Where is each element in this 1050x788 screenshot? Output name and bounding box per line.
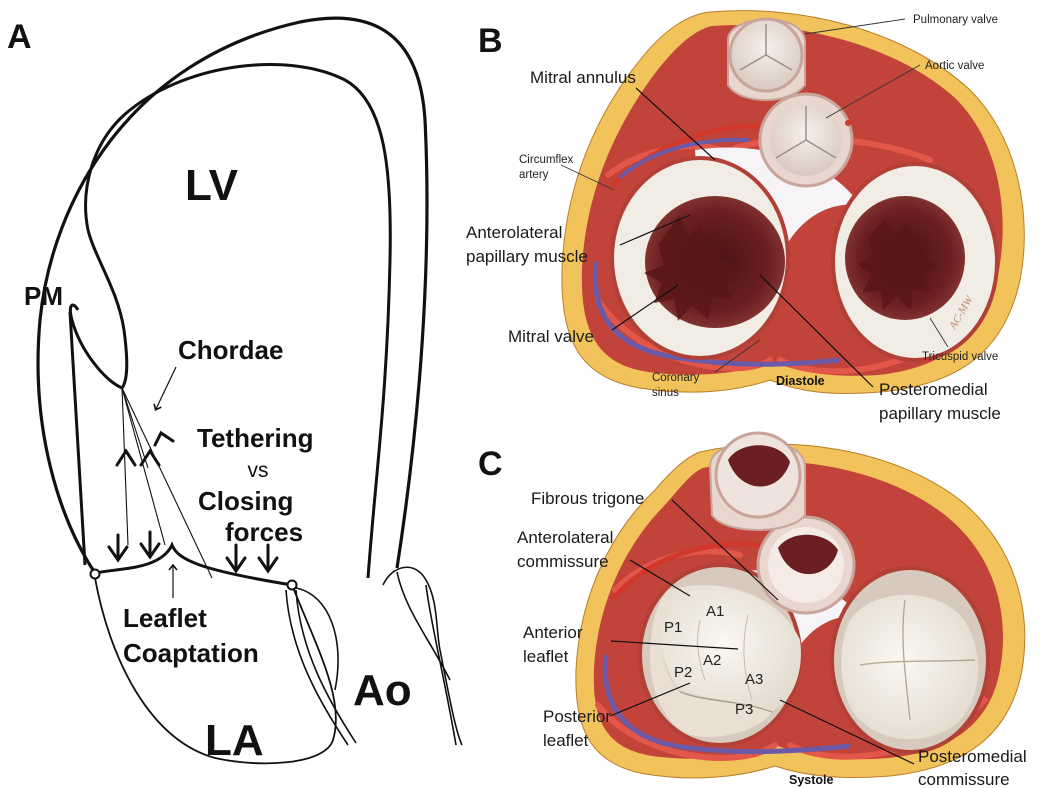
circumflex-artery-systole <box>610 541 761 602</box>
anterior-leaflet-label-1: Anterior <box>523 623 583 642</box>
panel-a-schematic: A <box>7 16 463 765</box>
tricuspid-leader <box>929 317 949 348</box>
closing-arrows <box>107 530 279 574</box>
tethering-arrows <box>115 430 175 467</box>
lv-label: LV <box>185 161 239 210</box>
ao-label: Ao <box>353 666 412 715</box>
panel-b-letter: B <box>478 22 503 60</box>
segment-p3: P3 <box>735 701 753 718</box>
closing-label: Closing <box>198 486 293 516</box>
segment-p1: P1 <box>664 619 682 636</box>
mitral-leaflets <box>94 541 293 587</box>
coronary-sinus <box>592 261 841 367</box>
anterolateral-comm-leader <box>629 559 691 597</box>
posterior-leaflet-label-1: Posterior <box>543 707 611 726</box>
segment-a2: A2 <box>703 652 721 669</box>
tricuspid-valve-systole <box>830 566 990 754</box>
vein-upper <box>618 137 751 180</box>
coronary-sinus-label-2: sinus <box>652 387 679 399</box>
annulus-point-left <box>89 568 101 580</box>
pm-label: PM <box>24 281 63 311</box>
diastole-label: Diastole <box>776 374 825 388</box>
pulmonary-valve-label: Pulmonary valve <box>913 14 998 26</box>
fibrous-trigone-label: Fibrous trigone <box>531 489 644 508</box>
circumflex-label-2: artery <box>519 169 549 181</box>
panel-c-systole: C <box>478 431 1027 788</box>
aortic-valve-systole <box>756 515 856 615</box>
posterior-leaflet-label-2: leaflet <box>543 731 589 750</box>
coronary-sinus-label-1: Coronary <box>652 372 700 384</box>
vs-label: vs <box>248 459 269 482</box>
lv-outer-wall <box>36 16 429 574</box>
coronary-sinus-leader <box>714 339 761 373</box>
panel-b-diastole: B <box>466 10 1025 423</box>
panel-c-letter: C <box>478 445 503 483</box>
mitral-valve-leader <box>611 284 679 331</box>
fibrous-trigone-leader <box>671 499 779 601</box>
anterior-leaflet-label-2: leaflet <box>523 647 569 666</box>
posterior-lv-wall-inner <box>68 311 87 566</box>
anterior-leaflet-leader <box>610 640 739 650</box>
tricuspid-valve-label: Tricuspid valve <box>922 351 998 363</box>
anterolateral-comm-label-2: commissure <box>517 552 609 571</box>
left-atrium <box>94 577 337 765</box>
lv-inner-wall <box>84 63 392 579</box>
chordae-label: Chordae <box>178 335 283 365</box>
segment-a1: A1 <box>706 603 724 620</box>
circumflex-label-1: Circumflex <box>519 154 574 166</box>
mitral-valve-label: Mitral valve <box>508 327 594 346</box>
anterolateral-pm-label-2: papillary muscle <box>466 247 588 266</box>
chordae-leader <box>153 366 177 412</box>
anterolateral-comm-label-1: Anterolateral <box>517 528 613 547</box>
anterolateral-pm-label-1: Anterolateral <box>466 223 562 242</box>
segment-p2: P2 <box>674 664 692 681</box>
mitral-annulus-label: Mitral annulus <box>530 68 636 87</box>
papillary-muscle <box>68 229 129 390</box>
posteromedial-pm-label-2: papillary muscle <box>879 404 1001 423</box>
coaptation-label: Coaptation <box>123 638 259 668</box>
annulus-point-right <box>286 579 298 591</box>
posteromedial-comm-label-2: commissure <box>918 770 1010 788</box>
posterior-leaflet-leader <box>609 682 691 717</box>
systole-label: Systole <box>789 773 834 787</box>
pulmonary-valve-leader <box>804 18 906 35</box>
anterolateral-pm-leader <box>619 214 691 246</box>
pulmonary-valve-systole <box>708 431 806 531</box>
posteromedial-comm-label-1: Posteromedial <box>918 747 1027 766</box>
aortic-root <box>285 589 357 746</box>
aortic-valve-label: Aortic valve <box>925 60 984 72</box>
leaflet-label: Leaflet <box>123 603 207 633</box>
aorta <box>295 566 463 746</box>
la-label: LA <box>205 716 264 765</box>
chordae <box>121 387 213 579</box>
forces-label: forces <box>225 517 303 547</box>
aortic-valve-diastole <box>758 92 854 188</box>
mitral-valve-diastole <box>610 156 790 360</box>
panel-a-letter: A <box>7 18 32 56</box>
circumflex-leader <box>560 164 615 191</box>
coronary-sinus-systole <box>602 654 851 755</box>
posteromedial-comm-leader <box>779 699 915 765</box>
posteromedial-pm-label-1: Posteromedial <box>879 380 988 399</box>
aortic-valve-leader <box>825 64 921 119</box>
mitral-annulus-leader <box>635 87 716 161</box>
tricuspid-valve-diastole <box>831 162 999 362</box>
pulmonary-valve-diastole <box>727 17 806 101</box>
tethering-label: Tethering <box>197 423 314 453</box>
segment-a3: A3 <box>745 671 763 688</box>
posteromedial-pm-leader <box>759 274 874 388</box>
